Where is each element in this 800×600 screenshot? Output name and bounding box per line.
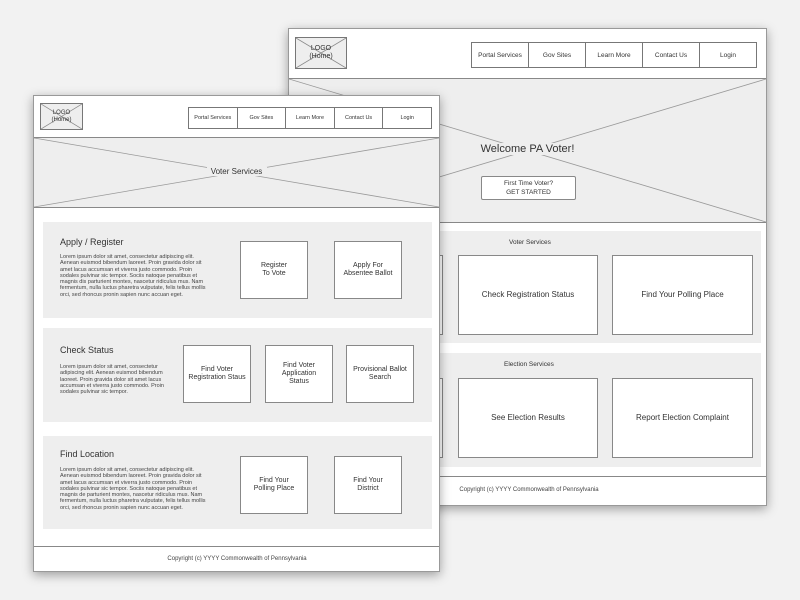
find-voter-application-status-button[interactable]: Find Voter Application Status [265,345,333,403]
register-to-vote-button[interactable]: Register To Vote [240,241,308,299]
card-line: Register [260,262,288,269]
voter-services-label: Voter Services [509,239,551,246]
top-nav: Portal Services Gov Sites Learn More Con… [471,42,757,68]
footer-divider [289,476,766,477]
hero-divider [289,222,766,223]
check-status-section: Check Status Lorem ipsum dolor sit amet,… [43,328,432,422]
cta-line1: First Time Voter? [503,180,554,187]
section-body: Lorem ipsum dolor sit amet, consectetur … [60,254,206,298]
footer-divider [34,546,439,547]
logo-home-link[interactable]: LOGO(Home) [40,103,83,130]
card-line: Application [281,370,317,377]
card-line: Find Your [353,477,383,484]
hero-divider [34,207,439,208]
hero-banner: Voter Services [34,138,439,207]
placeholder-cross-icon [296,38,346,68]
provisional-ballot-search-button[interactable]: Provisional Ballot Search [346,345,414,403]
election-services-label: Election Services [504,361,554,368]
logo-home-link[interactable]: LOGO(Home) [295,37,347,69]
nav-contact-us[interactable]: Contact Us [642,43,699,67]
find-your-district-button[interactable]: Find Your District [334,456,402,514]
find-polling-place-card[interactable]: Find Your Polling Place [612,255,753,335]
check-registration-status-card[interactable]: Check Registration Status [458,255,598,335]
find-voter-registration-status-button[interactable]: Find Voter Registration Staus [183,345,251,403]
card-line: Absentee Ballot [343,270,393,277]
apply-register-section: Apply / Register Lorem ipsum dolor sit a… [43,222,432,318]
card-line: Provisional Ballot [353,366,407,373]
card-line: Status [289,378,309,385]
nav-learn-more[interactable]: Learn More [585,43,642,67]
nav-contact-us[interactable]: Contact Us [333,108,383,128]
card-line: Find Voter [201,366,233,373]
nav-login[interactable]: Login [382,108,431,128]
hero-title: Voter Services [206,167,267,176]
see-election-results-card[interactable]: See Election Results [458,378,598,458]
nav-learn-more[interactable]: Learn More [285,108,334,128]
header-divider [289,78,766,79]
get-started-button[interactable]: First Time Voter? GET STARTED [481,176,576,200]
top-nav: Portal Services Gov Sites Learn More Con… [188,107,432,129]
front-wireframe-page: LOGO(Home) Portal Services Gov Sites Lea… [33,95,440,572]
front-footer-copyright: Copyright (c) YYYY Commonwealth of Penns… [167,556,307,562]
logo-line1: LOGO [52,109,71,116]
card-line: Polling Place [253,485,295,492]
find-your-polling-place-button[interactable]: Find Your Polling Place [240,456,308,514]
section-title: Apply / Register [60,237,124,247]
card-line: Find Voter [283,362,315,369]
hero-title: Welcome PA Voter! [472,143,583,155]
nav-gov-sites[interactable]: Gov Sites [236,108,286,128]
find-location-section: Find Location Lorem ipsum dolor sit amet… [43,436,432,529]
logo-label: LOGO(Home) [41,110,82,124]
logo-label: LOGO(Home) [296,45,346,61]
header-divider [34,137,439,138]
logo-line2: (Home) [309,53,333,60]
section-body: Lorem ipsum dolor sit amet, consectetur … [60,364,164,396]
back-footer-copyright: Copyright (c) YYYY Commonwealth of Penns… [459,487,599,493]
section-body: Lorem ipsum dolor sit amet, consectetur … [60,467,206,511]
nav-gov-sites[interactable]: Gov Sites [528,43,585,67]
nav-portal-services[interactable]: Portal Services [478,51,522,59]
card-line: Registration Staus [188,374,246,381]
nav-portal-services[interactable]: Portal Services [194,115,232,121]
cta-line2: GET STARTED [506,189,551,196]
card-line: District [357,485,379,492]
logo-line2: (Home) [51,116,72,123]
card-line: Apply For [353,262,383,269]
report-election-complaint-card[interactable]: Report Election Complaint [612,378,753,458]
card-line: To Vote [262,270,286,277]
placeholder-cross-icon [41,104,82,129]
nav-login[interactable]: Login [699,43,756,67]
card-line: Search [368,374,392,381]
section-title: Check Status [60,345,114,355]
section-title: Find Location [60,449,115,459]
logo-line1: LOGO [310,45,332,52]
card-line: Find Your [259,477,289,484]
apply-absentee-ballot-button[interactable]: Apply For Absentee Ballot [334,241,402,299]
